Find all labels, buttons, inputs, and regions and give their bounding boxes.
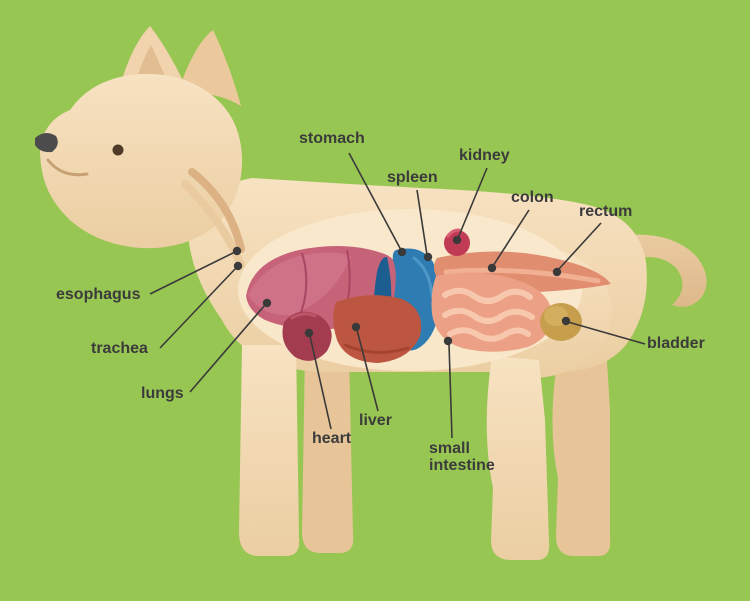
leader-dot-kidney (452, 235, 462, 245)
label-stomach: stomach (299, 130, 365, 147)
leader-line-heart (309, 335, 332, 430)
organs (181, 168, 611, 363)
leader-line-kidney (457, 167, 488, 239)
leader-dot-stomach (397, 247, 407, 257)
leader-dot-rectum (552, 267, 562, 277)
leader-line-trachea (159, 267, 237, 349)
near-rear-leg (486, 356, 550, 560)
leader-line-bladder (567, 321, 646, 345)
near-front-leg (239, 345, 300, 556)
leader-dot-small-intestine (443, 336, 453, 346)
bladder-organ (540, 303, 582, 341)
leader-line-stomach (348, 152, 402, 251)
label-spleen: spleen (387, 169, 438, 186)
label-esophagus: esophagus (56, 286, 141, 303)
leader-dot-trachea (233, 261, 243, 271)
leader-dot-heart (304, 328, 314, 338)
trachea-organ (181, 180, 245, 269)
label-lungs: lungs (141, 385, 184, 402)
leader-line-lungs (189, 304, 266, 393)
esophagus-organ (188, 168, 245, 253)
nose (35, 132, 58, 153)
label-colon: colon (511, 189, 554, 206)
leader-lines (149, 152, 646, 439)
mouth (46, 158, 89, 177)
dog-face (35, 132, 124, 177)
leader-dot-colon (487, 263, 497, 273)
head (40, 73, 243, 249)
leader-line-esophagus (149, 251, 236, 295)
far-rear-leg (552, 345, 611, 556)
leader-line-small-intestine (448, 343, 453, 439)
label-kidney: kidney (459, 147, 510, 164)
leader-line-rectum (557, 222, 602, 271)
small-intestine-organ (431, 272, 553, 352)
leader-dot-lungs (262, 298, 272, 308)
label-small-intestine: small intestine (429, 440, 495, 474)
label-heart: heart (312, 430, 352, 447)
label-rectum: rectum (579, 203, 633, 220)
liver-organ (333, 295, 422, 363)
label-liver: liver (359, 412, 392, 429)
far-front-leg (302, 352, 354, 553)
leader-dot-bladder (561, 316, 571, 326)
leader-line-liver (356, 329, 379, 412)
leader-dots (232, 235, 571, 346)
eye (112, 144, 124, 156)
label-trachea: trachea (91, 340, 148, 357)
leader-dot-esophagus (232, 246, 242, 256)
label-bladder: bladder (647, 335, 705, 352)
leader-line-spleen (416, 189, 428, 256)
leader-line-colon (492, 209, 530, 267)
leader-dot-spleen (423, 252, 433, 262)
leader-dot-liver (351, 322, 361, 332)
